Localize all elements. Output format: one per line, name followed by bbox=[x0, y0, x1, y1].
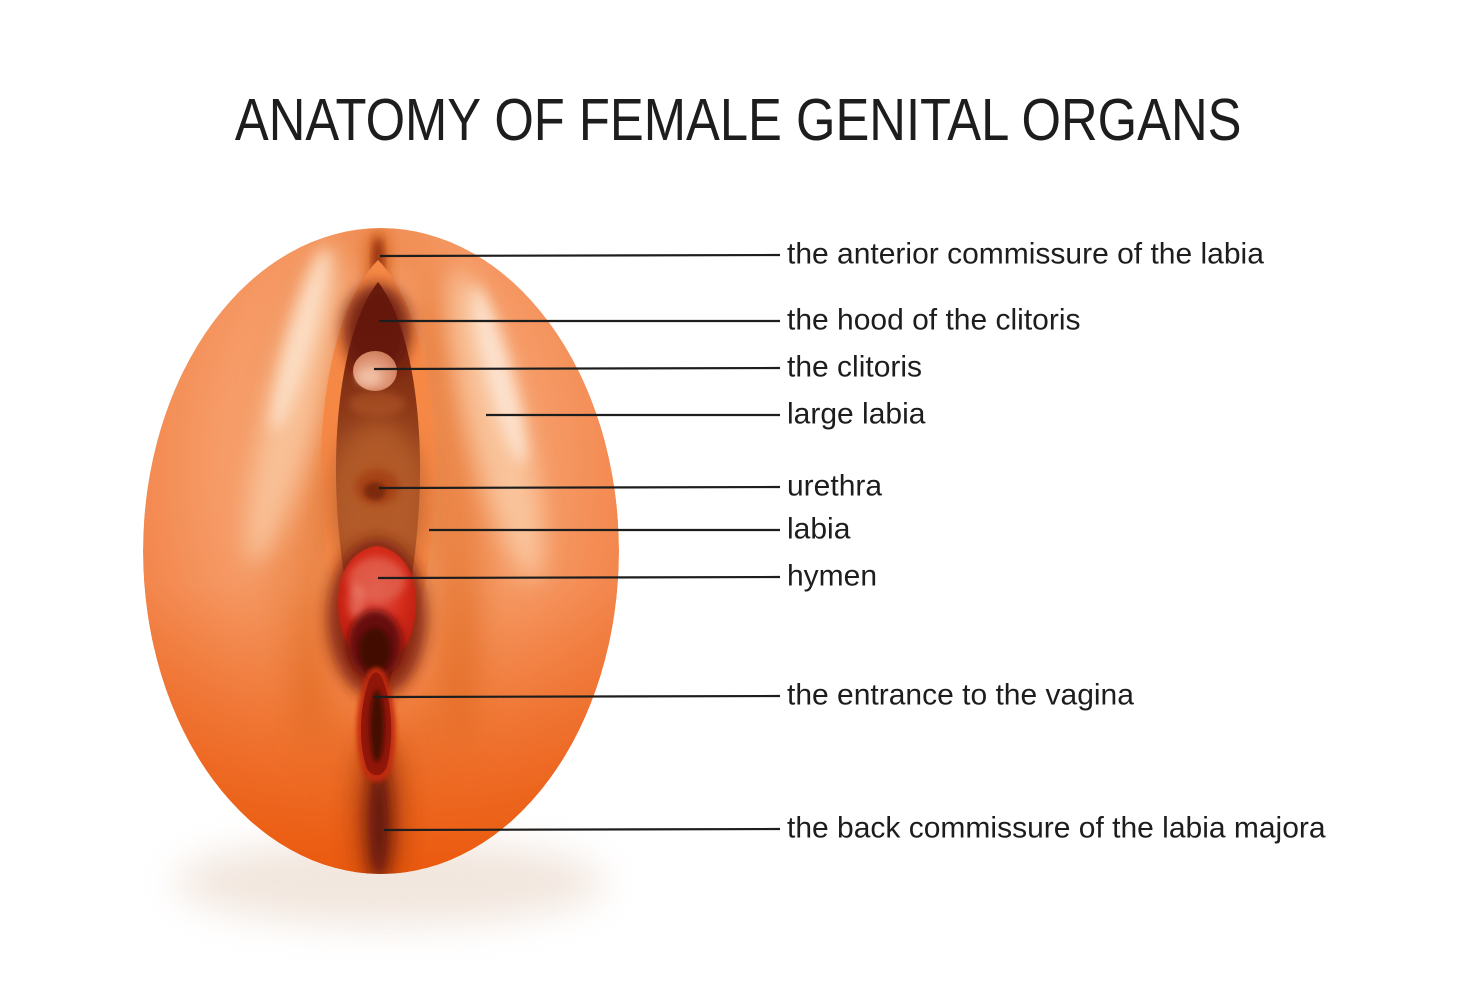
label-large-labia: large labia bbox=[787, 397, 926, 431]
leader-line-hymen bbox=[377, 575, 781, 580]
label-anterior-commissure: the anterior commissure of the labia bbox=[787, 237, 1264, 271]
label-hymen: hymen bbox=[787, 559, 878, 593]
right-labium-highlight bbox=[448, 269, 544, 581]
urethral-opening bbox=[355, 469, 399, 505]
leader-line-anterior-commissure bbox=[379, 253, 781, 258]
label-labia: labia bbox=[787, 512, 851, 546]
page-title-text: ANATOMY OF FEMALE GENITAL ORGANS bbox=[235, 87, 1242, 153]
figure-shadow bbox=[175, 838, 605, 926]
left-labium-highlight bbox=[245, 244, 341, 566]
clitoral-hood-shadow bbox=[343, 284, 411, 376]
label-clitoris: the clitoris bbox=[787, 350, 923, 384]
leader-line-clitoris bbox=[373, 366, 781, 371]
label-back-commissure: the back commissure of the labia majora bbox=[787, 811, 1326, 845]
page-title: ANATOMY OF FEMALE GENITAL ORGANS bbox=[0, 86, 1477, 154]
clitoris-glans bbox=[349, 351, 405, 416]
leader-line-vaginal-entrance bbox=[372, 694, 781, 699]
leader-line-back-commissure bbox=[383, 827, 781, 832]
leader-line-urethra bbox=[378, 485, 781, 490]
label-urethra: urethra bbox=[787, 469, 883, 503]
lower-cleft bbox=[356, 667, 396, 783]
vaginal-entrance bbox=[348, 610, 402, 678]
label-vaginal-entrance: the entrance to the vagina bbox=[787, 678, 1134, 712]
label-clitoral-hood: the hood of the clitoris bbox=[787, 303, 1081, 337]
leader-lines bbox=[372, 253, 781, 832]
labia-majora-body bbox=[143, 228, 619, 874]
